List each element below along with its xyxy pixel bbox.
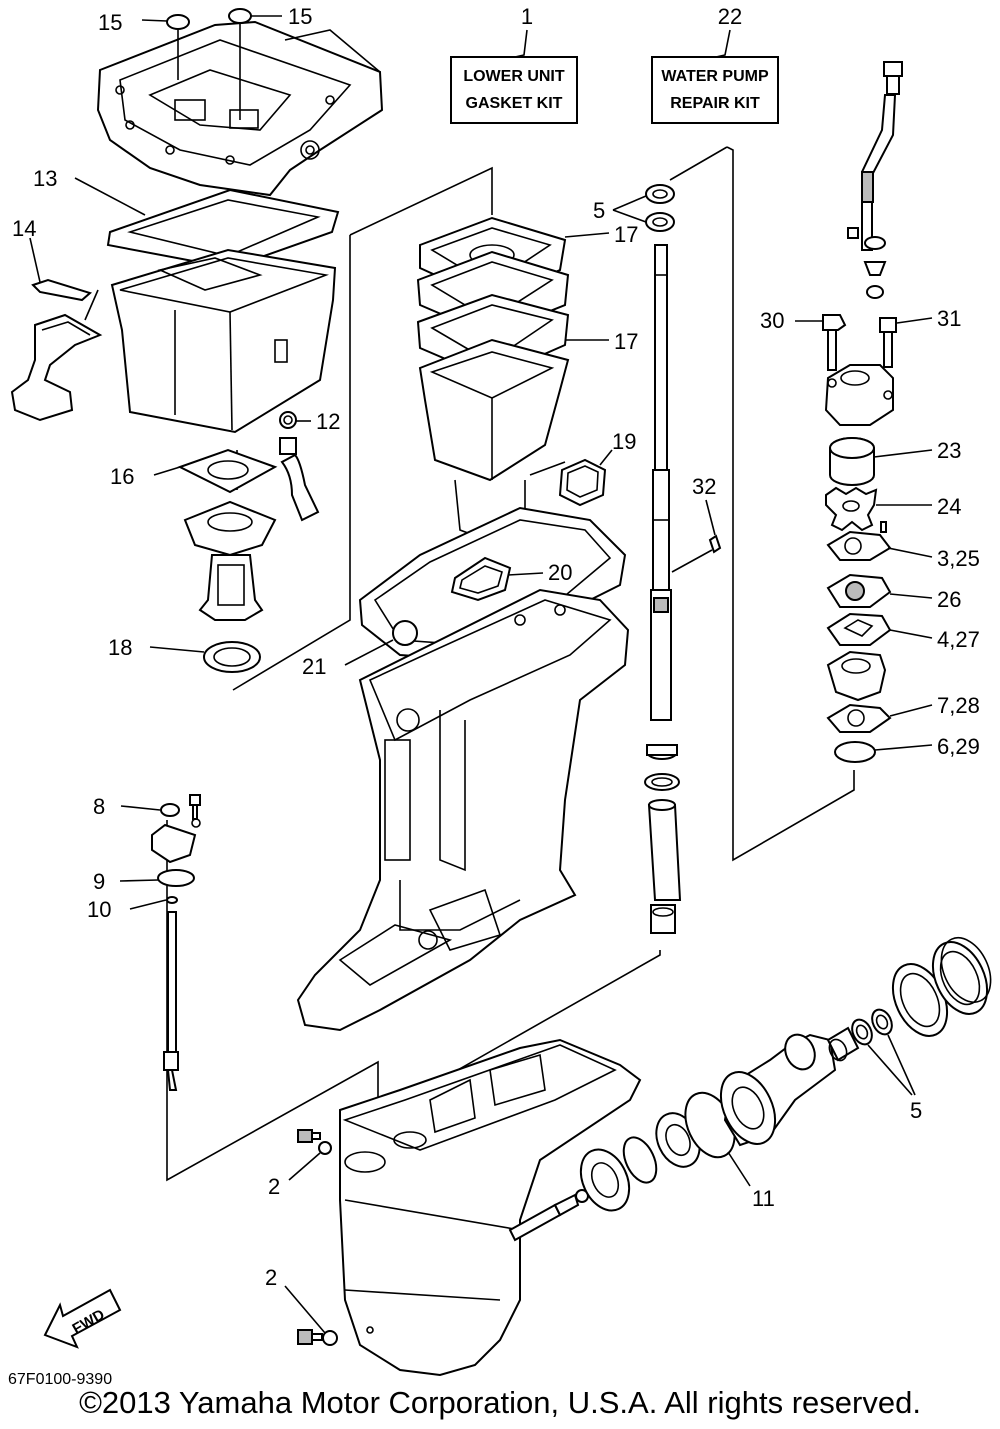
gasket-7-28: 7,28 <box>826 693 980 733</box>
seal-20: 20 <box>450 556 572 602</box>
callout-13: 13 <box>33 166 57 191</box>
gasket-3-25: 3,25 <box>826 521 980 571</box>
shift-rod <box>163 911 179 1091</box>
pump-base <box>826 650 887 702</box>
callout-32: 32 <box>692 474 716 499</box>
fwd-arrow-icon: FWD <box>43 1288 122 1349</box>
reverse-gear <box>579 1148 631 1212</box>
callout-24: 24 <box>937 494 961 519</box>
impeller-24: 24 <box>825 486 961 532</box>
leader-1 <box>514 29 528 58</box>
drive-shaft <box>650 244 672 721</box>
callout-17-lower: 17 <box>614 329 638 354</box>
gasket-13: 13 <box>33 166 340 270</box>
lower-unit-kit-line1: LOWER UNIT <box>463 68 565 85</box>
gasket-14: 14 <box>12 216 93 302</box>
seal-12: 12 <box>279 409 340 434</box>
callout-26: 26 <box>937 587 961 612</box>
oil-pump-housing <box>183 500 277 621</box>
leader-22 <box>715 29 731 58</box>
grommet-19: 19 <box>558 429 636 507</box>
oil-seal-5-top: 5 <box>593 184 675 232</box>
water-tube <box>861 61 903 251</box>
callout-20: 20 <box>548 560 572 585</box>
callout-8: 8 <box>93 794 105 819</box>
outer-plate-26: 26 <box>826 573 961 612</box>
diagram-code: 67F0100-9390 <box>8 1371 112 1388</box>
bolt-30: 30 <box>760 308 847 371</box>
lower-unit-kit-line2: GASKET KIT <box>466 95 563 112</box>
callout-6-29: 6,29 <box>937 734 980 759</box>
gasket-4-27: 4,27 <box>826 612 980 652</box>
callout-14: 14 <box>12 216 36 241</box>
oil-pan <box>110 248 337 434</box>
ring-nut <box>931 937 992 1015</box>
shift-rod-bushing: 8 <box>93 794 201 864</box>
callout-12: 12 <box>316 409 340 434</box>
drive-shaft-bearings <box>644 744 682 934</box>
o-ring-9: 9 <box>93 869 195 894</box>
water-pump-repair-kit-box: WATER PUMP REPAIR KIT 22 <box>651 4 779 124</box>
callout-15-left: 15 <box>98 10 122 35</box>
callout-2-lower: 2 <box>265 1265 277 1290</box>
water-pump-kit-line1: WATER PUMP <box>661 68 769 85</box>
gasket-16: 16 <box>110 448 278 494</box>
callout-19: 19 <box>612 429 636 454</box>
lower-unit-gasket-kit-box: LOWER UNIT GASKET KIT 1 <box>450 4 578 124</box>
callout-21: 21 <box>302 654 326 679</box>
circlip-10: 10 <box>87 896 178 922</box>
callout-15-right: 15 <box>288 4 312 29</box>
callout-18: 18 <box>108 635 132 660</box>
callout-3-25: 3,25 <box>937 546 980 571</box>
callout-5-lower: 5 <box>910 1098 922 1123</box>
o-ring-15-right: 15 <box>228 4 312 120</box>
oil-pipe <box>279 437 320 522</box>
callout-17-upper: 17 <box>614 222 638 247</box>
needle-bearing <box>826 1026 860 1062</box>
callout-31: 31 <box>937 306 961 331</box>
exhaust-guide <box>418 338 570 546</box>
insert-cartridge-23: 23 <box>829 437 961 486</box>
callout-5-top: 5 <box>593 198 605 223</box>
callout-1: 1 <box>521 4 533 29</box>
lower-case <box>339 1038 642 1377</box>
oil-seals-5-lower: 5 <box>851 1008 922 1123</box>
bolt-2-upper: 2 <box>268 1129 332 1199</box>
o-ring-15-left: 15 <box>98 10 190 80</box>
bolt-31: 31 <box>879 306 961 368</box>
callout-4-27: 4,27 <box>937 627 980 652</box>
o-ring-6-29: 6,29 <box>834 734 980 763</box>
callout-22: 22 <box>718 4 742 29</box>
oil-strainer <box>10 289 103 422</box>
callout-2-upper: 2 <box>268 1174 280 1199</box>
water-pump-kit-line2: REPAIR KIT <box>670 95 760 112</box>
seal-18: 18 <box>108 635 261 673</box>
grommet-and-plug <box>847 227 887 299</box>
callout-7-28: 7,28 <box>937 693 980 718</box>
callout-10: 10 <box>87 897 111 922</box>
upper-case <box>296 588 630 1032</box>
pump-housing <box>824 364 894 426</box>
callout-23: 23 <box>937 438 961 463</box>
callout-11: 11 <box>752 1186 775 1211</box>
pin-32: 32 <box>671 474 722 573</box>
bolt-2-lower: 2 <box>265 1265 338 1346</box>
callout-30: 30 <box>760 308 784 333</box>
propeller-shaft-housing <box>719 1033 837 1147</box>
propeller-shaft <box>508 1189 589 1242</box>
copyright-notice: ©2013 Yamaha Motor Corporation, U.S.A. A… <box>79 1385 921 1420</box>
callout-9: 9 <box>93 869 105 894</box>
shim-washer <box>622 1136 658 1184</box>
callout-16: 16 <box>110 464 134 489</box>
